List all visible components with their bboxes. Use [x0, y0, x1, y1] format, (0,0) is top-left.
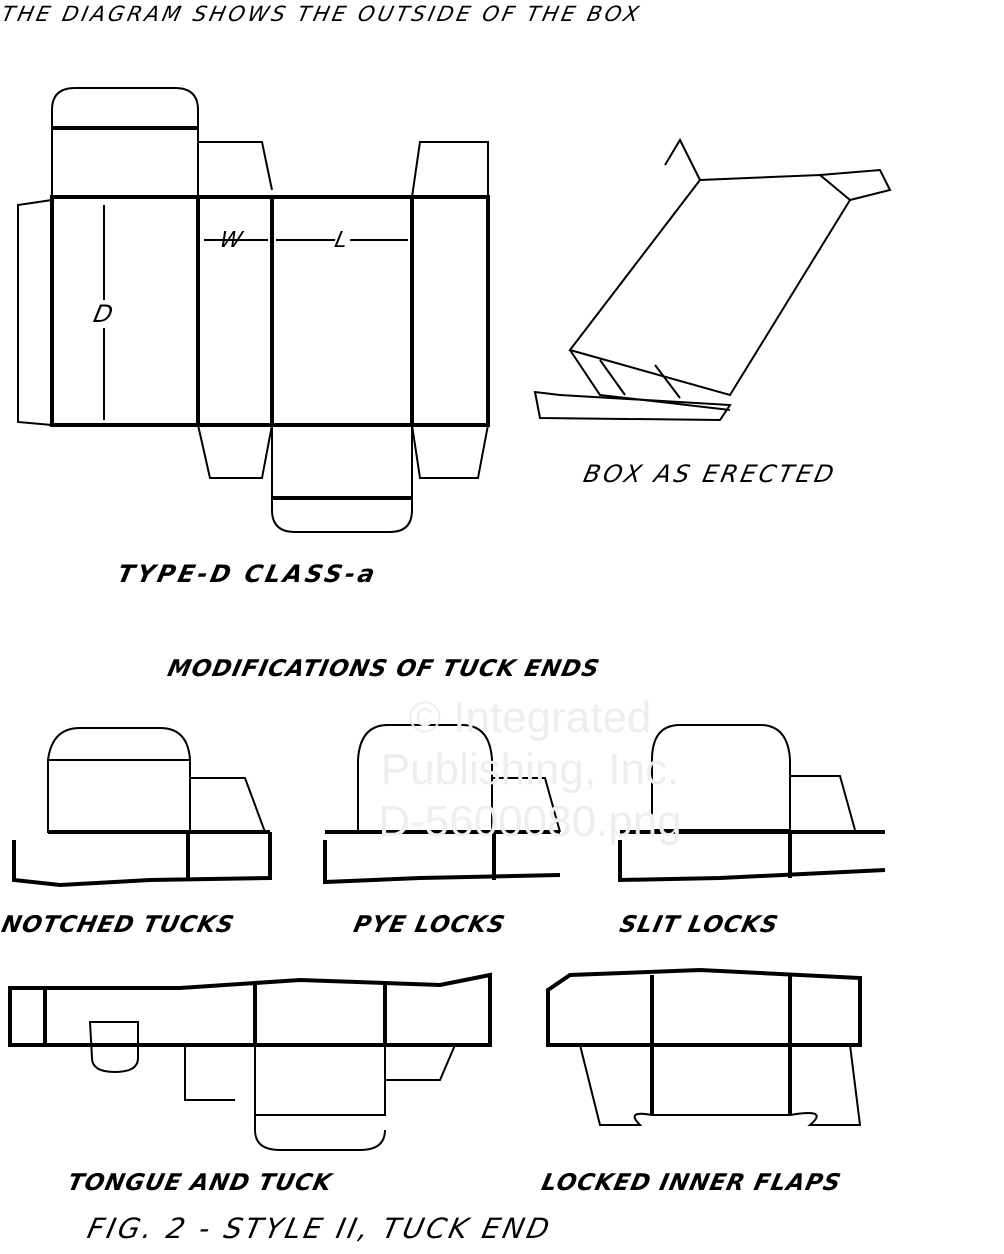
box-blank [17, 87, 490, 533]
variant-label: TONGUE AND TUCK [65, 1170, 335, 1196]
watermark-line: D-5600080.png [378, 797, 682, 846]
erected-label: BOX AS ERECTED [581, 460, 840, 488]
main-diagram-label: TYPE-D CLASS-a [115, 560, 381, 588]
variant-label: PYE LOCKS [351, 912, 508, 938]
watermark-line: © Integrated [408, 693, 652, 742]
variant-label: SLIT LOCKS [617, 912, 781, 938]
watermark-line: Publishing, Inc. [380, 745, 680, 794]
section-title: MODIFICATIONS OF TUCK ENDS [165, 656, 603, 682]
header-note: THE DIAGRAM SHOWS THE OUTSIDE OF THE BOX [0, 2, 644, 26]
variant-drawings [8, 724, 886, 1151]
variant-label: NOTCHED TUCKS [0, 912, 237, 938]
variant-label: LOCKED INNER FLAPS [539, 1170, 844, 1196]
figure-caption: FIG. 2 - STYLE II, TUCK END [84, 1212, 556, 1245]
erected-box [533, 137, 892, 422]
watermark: © Integrated Publishing, Inc. D-5600080.… [250, 692, 810, 848]
